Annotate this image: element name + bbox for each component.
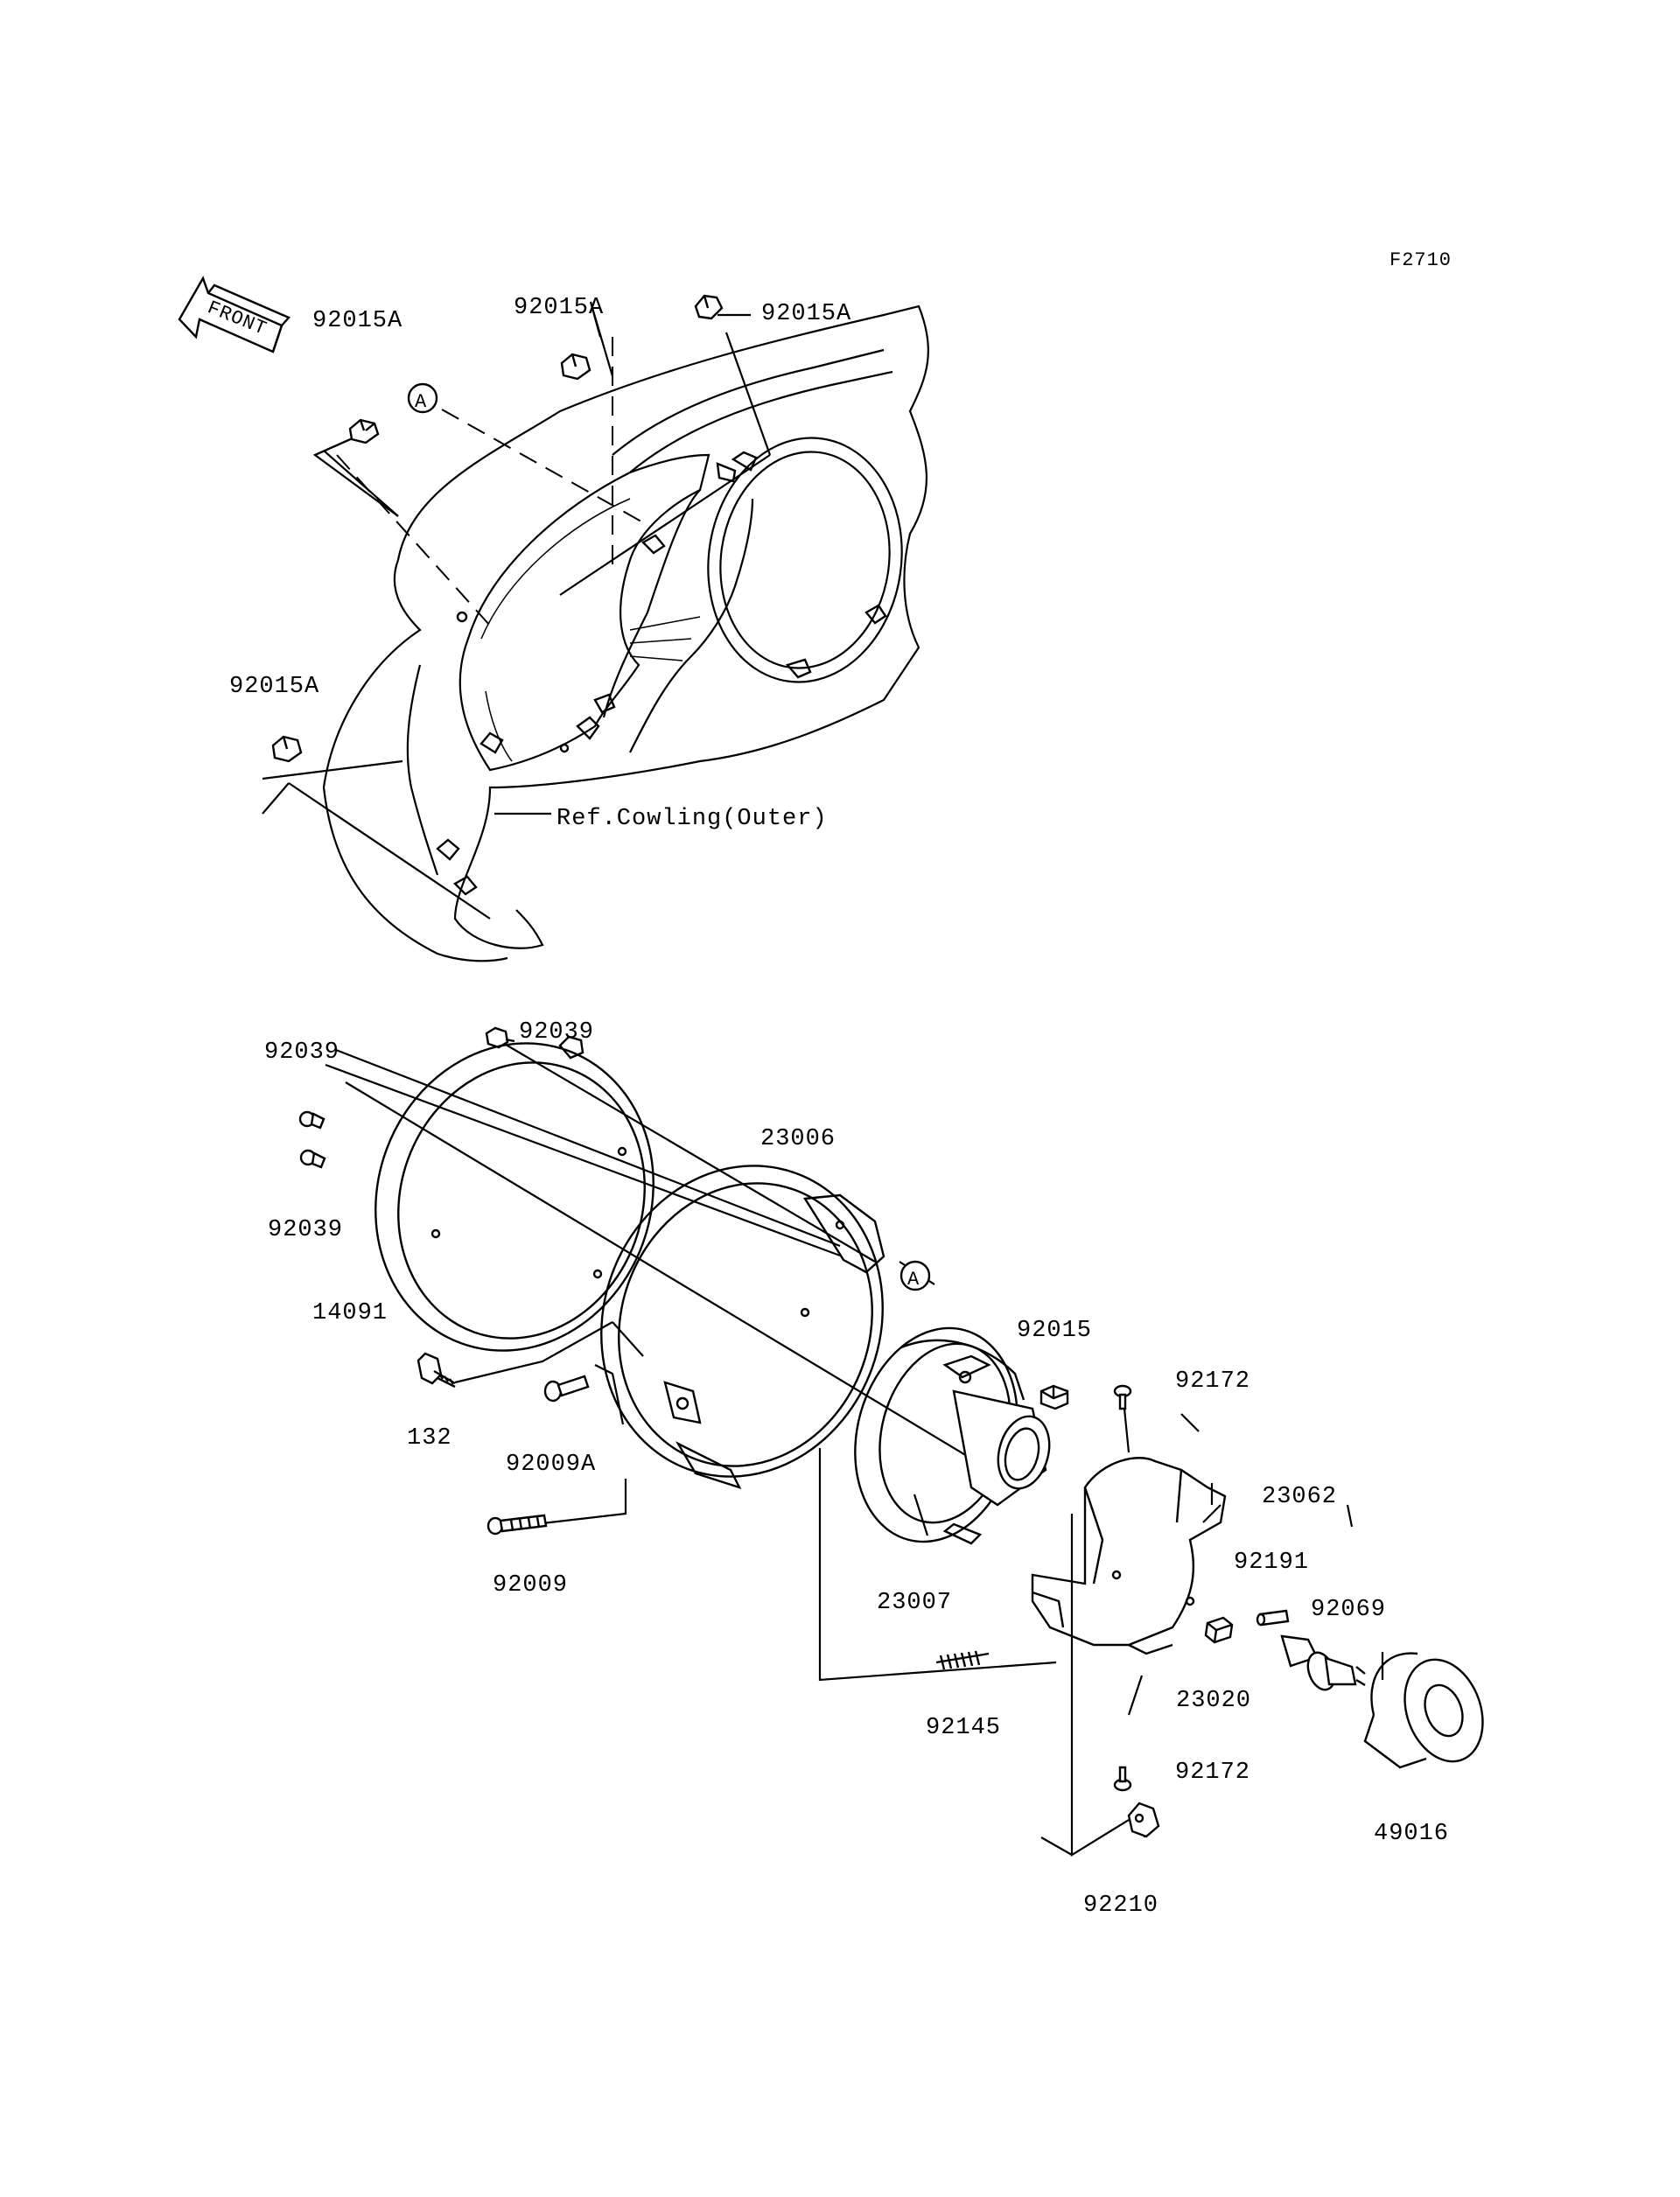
screw-92039-left-bottom-icon (299, 1149, 326, 1169)
label-92172-bottom: 92172 (1175, 1760, 1250, 1786)
label-92015A-top-right: 92015A (761, 301, 851, 327)
rim-14091-icon (374, 1035, 654, 1352)
front-arrow-icon: FRONT (178, 276, 290, 353)
ref-marker-a-bottom-text: A (907, 1269, 920, 1291)
diagram-code: F2710 (1390, 249, 1452, 271)
clip-92015A-left-icon (271, 735, 303, 763)
label-23006: 23006 (760, 1126, 836, 1152)
plate-92210-icon (1127, 1802, 1160, 1838)
label-92009A: 92009A (506, 1452, 596, 1478)
label-14091: 14091 (312, 1300, 388, 1326)
label-92039-left-bottom: 92039 (268, 1217, 343, 1243)
screw-92172-top-icon (1113, 1384, 1132, 1410)
screw-92039-top-icon (485, 1026, 515, 1049)
ref-marker-a-bottom: A (900, 1260, 931, 1291)
label-132: 132 (407, 1425, 452, 1452)
ref-marker-a-top-text: A (415, 391, 427, 413)
boot-49016-icon (1363, 1652, 1484, 1769)
label-92069: 92069 (1311, 1597, 1386, 1623)
label-92015A-top-mid: 92015A (514, 295, 604, 321)
label-49016: 49016 (1374, 1821, 1449, 1847)
bolt-92009A-icon (543, 1375, 590, 1403)
screw-92172-bottom-icon (1113, 1766, 1132, 1792)
label-92015A-left: 92015A (229, 674, 319, 700)
label-23007: 23007 (877, 1590, 952, 1616)
screw-92039-left-top-icon (298, 1110, 326, 1130)
bracket-23006-icon (600, 1165, 886, 1490)
label-92009: 92009 (493, 1572, 568, 1599)
bolt-132-icon (416, 1352, 456, 1389)
clamp-23020-icon (1204, 1616, 1234, 1644)
clip-92015A-top-left-icon (348, 418, 380, 444)
label-92015A-top-left: 92015A (312, 308, 402, 334)
label-92039-top: 92039 (519, 1019, 594, 1046)
pin-92191-icon (1256, 1609, 1290, 1627)
clip-92015A-top-mid-icon (560, 353, 592, 381)
headlight-assembly-drawing: A (298, 1026, 1484, 1857)
label-92172-top: 92172 (1175, 1368, 1250, 1395)
label-92039-left-top: 92039 (264, 1039, 340, 1066)
ref-marker-a-top: A (407, 382, 438, 414)
label-92015: 92015 (1017, 1318, 1092, 1344)
label-92191: 92191 (1234, 1550, 1309, 1576)
ref-cowling-outer-note: Ref.Cowling(Outer) (556, 806, 828, 832)
label-23062: 23062 (1262, 1484, 1337, 1510)
bolt-92009-icon (486, 1514, 548, 1536)
nut-92015-icon (1040, 1384, 1069, 1410)
cover-bracket-23062-icon (1031, 1457, 1227, 1655)
label-23020: 23020 (1176, 1688, 1251, 1714)
label-92145: 92145 (926, 1715, 1001, 1741)
cowling-inner-drawing: FRONT A (178, 276, 929, 962)
bulb-92069-icon (1280, 1634, 1366, 1691)
clip-92015A-top-right-icon (694, 294, 724, 320)
housing-23007-icon (854, 1326, 1051, 1545)
spring-92145-icon (935, 1650, 990, 1670)
label-92210: 92210 (1083, 1893, 1158, 1919)
